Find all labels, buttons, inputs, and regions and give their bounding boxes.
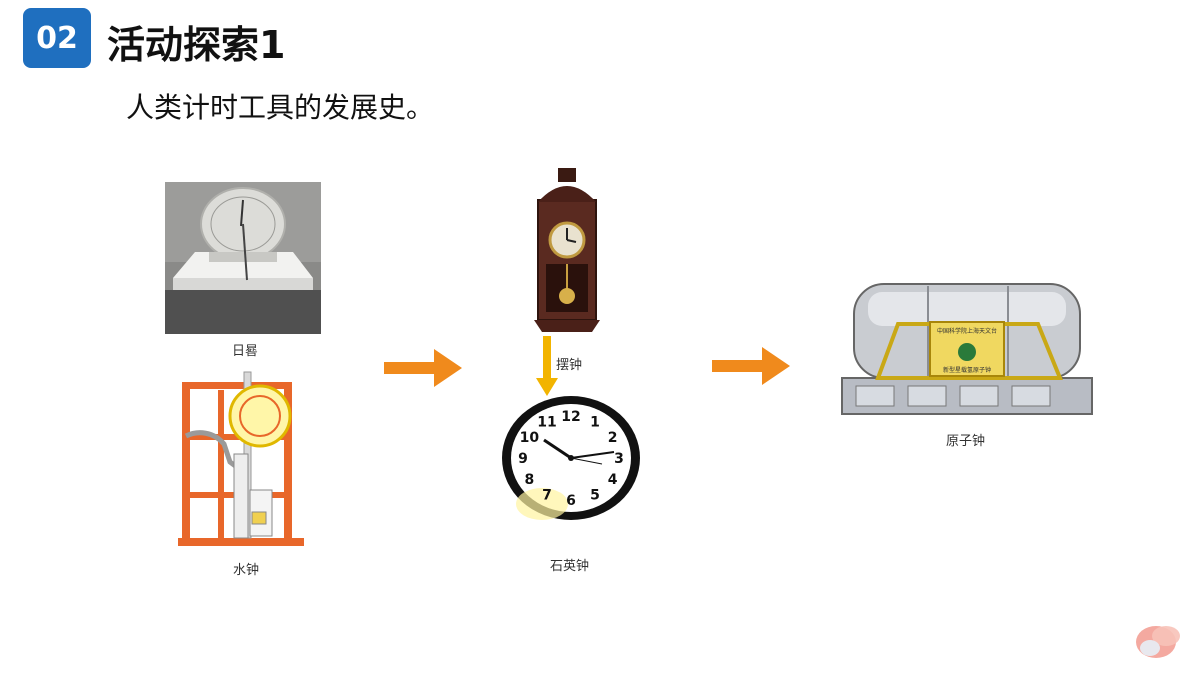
sundial-image	[165, 182, 321, 334]
dial-number: 6	[566, 493, 576, 509]
atomic-clock-image: 中国科学院上海天文台 新型星载氢原子钟	[841, 283, 1093, 415]
water-clock-label: 水钟	[233, 563, 260, 578]
dial-number: 11	[537, 415, 556, 431]
atomic-clock-label: 原子钟	[946, 434, 986, 449]
dial-number: 3	[614, 451, 624, 467]
pendulum-clock-image	[534, 168, 600, 332]
atomic-plate-line1: 中国科学院上海天文台	[937, 327, 997, 335]
section-number-badge: 02	[23, 8, 91, 68]
page-title: 活动探索1	[107, 23, 286, 67]
logo-icon	[1136, 626, 1180, 658]
arrow-right-icon	[712, 347, 790, 385]
page-subtitle: 人类计时工具的发展史。	[126, 91, 435, 124]
atomic-plate-line2: 新型星载氢原子钟	[943, 366, 991, 374]
quartz-clock-label: 石英钟	[550, 559, 590, 574]
dial-number: 1	[590, 415, 600, 431]
dial-number: 12	[561, 409, 580, 425]
dial-number: 4	[608, 472, 618, 488]
dial-number: 8	[525, 472, 535, 488]
section-number: 02	[36, 20, 78, 56]
pendulum-clock-label: 摆钟	[556, 358, 583, 373]
dial-number: 7	[542, 487, 552, 503]
dial-number: 10	[520, 430, 540, 446]
arrow-down-icon	[536, 336, 558, 396]
arrow-right-icon	[384, 349, 462, 387]
dial-number: 9	[518, 451, 528, 467]
sundial-label: 日晷	[232, 344, 259, 359]
water-clock-image	[178, 371, 304, 546]
dial-number: 5	[590, 487, 600, 503]
dial-number: 2	[608, 430, 618, 446]
